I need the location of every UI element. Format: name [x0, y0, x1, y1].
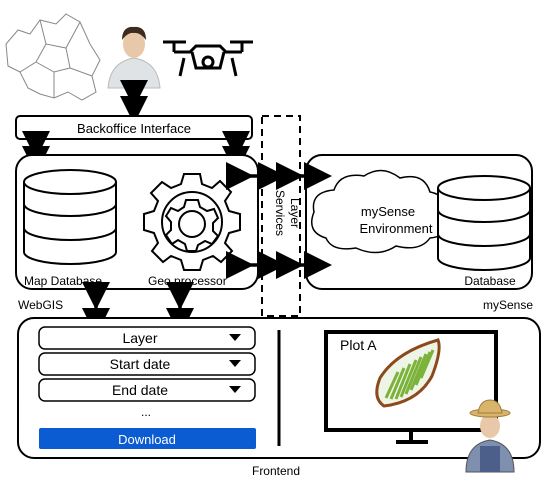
monitor-icon: Plot A — [324, 330, 498, 444]
dropdown-arrow-icon — [229, 386, 241, 393]
database-icon — [23, 169, 117, 265]
mysense-label: mySense — [483, 298, 533, 312]
gear-icon — [143, 173, 241, 271]
webgis-label: WebGIS — [18, 298, 63, 312]
dropdown-start-date[interactable]: Start date — [38, 352, 256, 376]
geo-processor-label: Geo processor — [148, 274, 227, 288]
environment-line2: Environment — [360, 221, 433, 236]
backoffice-interface: Backoffice Interface — [15, 115, 253, 140]
services-layer: Services Layer — [261, 115, 302, 317]
environment-line1: mySense — [361, 204, 415, 219]
database-icon — [437, 175, 531, 271]
dropdown-end-date[interactable]: End date — [38, 378, 256, 402]
cloud-icon — [311, 169, 447, 254]
webgis-box: Map Database Geo processor — [15, 154, 259, 290]
dropdown-arrow-icon — [229, 360, 241, 367]
map-icon — [5, 13, 101, 101]
dropdown-end-date-label: End date — [112, 382, 168, 398]
download-button[interactable]: Download — [39, 428, 256, 449]
frontend-box: Layer Start date End date ... Download P… — [17, 317, 541, 459]
frontend-label: Frontend — [252, 464, 300, 478]
more-options: ... — [141, 405, 151, 419]
drone-icon — [163, 40, 253, 77]
dropdown-layer[interactable]: Layer — [38, 326, 256, 350]
database-label: Database — [464, 274, 516, 288]
download-label: Download — [118, 432, 176, 447]
map-database-label: Map Database — [24, 274, 102, 288]
double-arrow-icon — [226, 162, 332, 279]
user-icon — [107, 26, 161, 89]
farmer-icon — [465, 399, 515, 473]
dropdown-layer-label: Layer — [122, 330, 157, 346]
mysense-box: mySense Environment Database — [305, 154, 533, 290]
backoffice-label: Backoffice Interface — [77, 121, 191, 136]
layer-label: Layer — [288, 198, 302, 228]
dropdown-start-date-label: Start date — [110, 356, 171, 372]
services-label: Services — [273, 190, 287, 236]
plot-field — [375, 338, 441, 408]
plot-title: Plot A — [340, 337, 377, 353]
dropdown-arrow-icon — [229, 334, 241, 341]
